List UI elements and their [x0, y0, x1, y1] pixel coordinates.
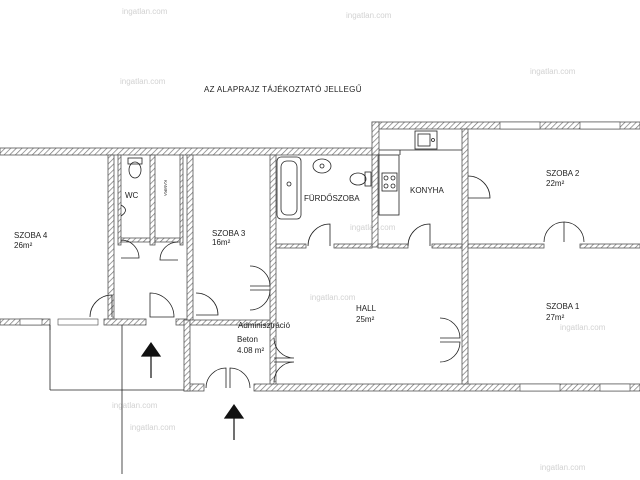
arrow-up-icon: [223, 403, 245, 419]
exterior-lines: [49, 325, 184, 474]
room-admin-name: Adminisztráció: [238, 321, 291, 330]
stove: [381, 172, 398, 192]
room-szoba3-area: 16m²: [212, 238, 231, 247]
room-labels: SZOBA 4 26m² WC KAMRA SZOBA 3 16m² FÜRDŐ…: [14, 169, 580, 355]
watermarks: ingatlan.com ingatlan.com ingatlan.com i…: [112, 7, 606, 472]
watermark-text: ingatlan.com: [120, 77, 166, 86]
bath-toilet-tank: [364, 171, 372, 187]
fixtures: [120, 130, 462, 220]
room-furdoszoba-name: FÜRDŐSZOBA: [304, 194, 360, 203]
watermark-text: ingatlan.com: [130, 423, 176, 432]
room-szoba1-area: 27m²: [546, 313, 565, 322]
room-hall-name: HALL: [356, 304, 377, 313]
watermark-text: ingatlan.com: [346, 11, 392, 20]
watermark-text: ingatlan.com: [310, 293, 356, 302]
arrow-up-icon: [140, 341, 162, 357]
watermark-text: ingatlan.com: [560, 323, 606, 332]
room-szoba3-name: SZOBA 3: [212, 229, 246, 238]
room-szoba2-area: 22m²: [546, 179, 565, 188]
toilet-tank: [127, 157, 143, 165]
room-szoba4-name: SZOBA 4: [14, 231, 48, 240]
watermark-text: ingatlan.com: [540, 463, 586, 472]
room-kamra-name: KAMRA: [163, 180, 168, 196]
room-wc-name: WC: [125, 191, 139, 200]
room-szoba2-name: SZOBA 2: [546, 169, 580, 178]
walls: [0, 121, 640, 392]
room-szoba1-name: SZOBA 1: [546, 302, 580, 311]
toilet-bowl: [128, 161, 142, 179]
room-hall-area: 25m²: [356, 315, 375, 324]
wc-sink: [120, 204, 126, 217]
room-beton-area: 4.08 m²: [237, 346, 264, 355]
kitchen-counter: [378, 154, 400, 216]
watermark-text: ingatlan.com: [530, 67, 576, 76]
room-beton-name: Beton: [237, 335, 258, 344]
watermark-text: ingatlan.com: [112, 401, 158, 410]
plan-title: AZ ALAPRAJZ TÁJÉKOZTATÓ JELLEGŰ: [204, 85, 362, 94]
room-konyha-name: KONYHA: [410, 186, 444, 195]
doors: [89, 175, 585, 389]
entrance-arrows: [140, 341, 245, 440]
bath-toilet-bowl: [349, 172, 367, 186]
kitchen-sink: [414, 130, 438, 150]
bath-sink: [312, 158, 332, 174]
windows: [19, 121, 631, 392]
bathtub: [276, 156, 302, 220]
watermark-text: ingatlan.com: [122, 7, 168, 16]
room-szoba4-area: 26m²: [14, 241, 33, 250]
